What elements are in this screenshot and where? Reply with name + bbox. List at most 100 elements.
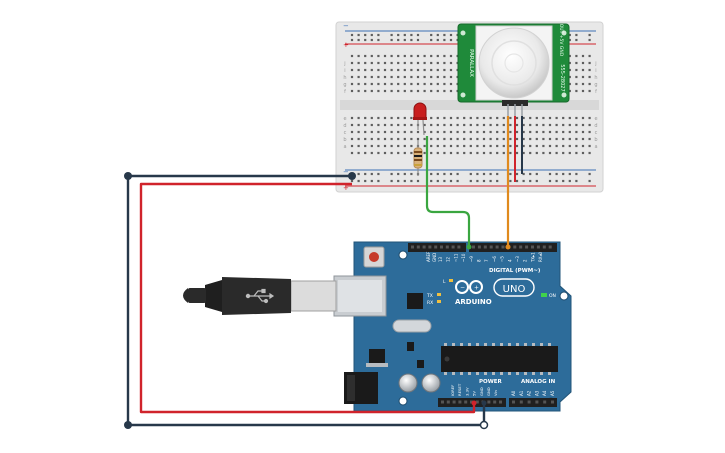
header-hole[interactable] [512, 400, 515, 404]
header-hole[interactable] [501, 245, 505, 249]
breadboard-hole [581, 75, 585, 79]
breadboard-hole [588, 54, 591, 58]
header-hole[interactable] [416, 245, 420, 249]
breadboard-rail-hole [449, 33, 453, 37]
header-hole[interactable] [411, 245, 414, 249]
breadboard-hole [575, 151, 578, 155]
breadboard-hole [515, 130, 519, 134]
breadboard-hole [370, 151, 373, 155]
breadboard-hole [535, 137, 538, 141]
header-hole[interactable] [536, 245, 540, 249]
logo-plus: + [474, 285, 479, 292]
header-hole[interactable] [445, 245, 449, 249]
header-hole[interactable] [457, 245, 461, 249]
header-hole[interactable] [519, 400, 523, 404]
header-hole[interactable] [535, 400, 539, 404]
header-hole[interactable] [525, 245, 529, 249]
header-hole[interactable] [441, 400, 444, 404]
breadboard-hole [588, 89, 591, 93]
breadboard-hole [588, 123, 591, 127]
header-hole[interactable] [451, 245, 455, 249]
breadboard-rail-hole [397, 179, 400, 183]
header-hole[interactable] [472, 245, 475, 249]
breadboard-hole [397, 54, 400, 58]
breadboard-hole [397, 82, 400, 86]
breadboard-hole [509, 151, 512, 155]
breadboard-hole [443, 68, 446, 72]
breadboard-hole [575, 54, 578, 58]
resistor-band [414, 151, 422, 153]
chip-pins [444, 343, 551, 375]
header-hole[interactable] [422, 245, 426, 249]
breadboard-hole [502, 123, 505, 127]
header-hole[interactable] [489, 245, 493, 249]
chip-pin [516, 343, 519, 346]
breadboard-hole [522, 137, 525, 141]
header-hole[interactable] [543, 400, 547, 404]
breadboard-hole [377, 151, 380, 155]
header-hole[interactable] [458, 400, 462, 404]
header-hole[interactable] [551, 400, 554, 404]
breadboard-hole [397, 61, 400, 65]
header-hole[interactable] [499, 400, 502, 404]
chip-pin [492, 343, 495, 346]
chip-pin [444, 343, 447, 346]
header-hole[interactable] [527, 400, 531, 404]
breadboard-hole [449, 144, 453, 148]
breadboard-hole [390, 75, 393, 79]
breadboard-hole [443, 137, 446, 141]
pir-model-label: 555-28027 [559, 64, 565, 91]
header-hole[interactable] [452, 400, 456, 404]
header-hole[interactable] [542, 245, 546, 249]
header-hole[interactable] [475, 400, 479, 404]
header-hole[interactable] [513, 245, 517, 249]
breadboard-hole [575, 61, 578, 65]
breadboard-hole [489, 151, 492, 155]
header-hole[interactable] [493, 400, 497, 404]
breadboard-row-letter: i [344, 68, 345, 74]
breadboard-hole [489, 116, 492, 120]
breadboard-hole [588, 137, 591, 141]
breadboard-rail-hole [357, 33, 360, 37]
breadboard-hole [370, 137, 373, 141]
header-hole[interactable] [470, 400, 473, 404]
header-hole[interactable] [531, 245, 534, 249]
header-hole[interactable] [548, 245, 552, 249]
breadboard-hole [423, 144, 426, 148]
chip-pin [524, 343, 527, 346]
breadboard-hole [370, 130, 373, 134]
header-hole[interactable] [446, 400, 450, 404]
breadboard-hole [456, 123, 459, 127]
on-label: ON [549, 293, 556, 299]
reset-button-cap[interactable] [369, 252, 379, 262]
breadboard-rail-hole [443, 172, 446, 176]
breadboard-rail-hole [555, 179, 558, 183]
header-hole[interactable] [434, 245, 438, 249]
header-hole[interactable] [519, 245, 523, 249]
breadboard-row-letter: b [343, 137, 346, 143]
chip-pin [444, 372, 447, 375]
breadboard-hole [383, 116, 387, 120]
arduino-logo: − + [455, 280, 483, 294]
header-hole[interactable] [464, 400, 468, 404]
chip-notch [444, 356, 450, 362]
breadboard-hole [496, 116, 499, 120]
header-hole[interactable] [483, 245, 487, 249]
breadboard-hole [430, 89, 433, 93]
breadboard-rail-hole [509, 172, 512, 176]
breadboard-hole [357, 116, 360, 120]
breadboard-hole [403, 137, 406, 141]
digital-pin-label: 4 [507, 259, 512, 262]
breadboard-hole [430, 144, 433, 148]
digital-pin-label: 7 [484, 259, 489, 262]
header-hole[interactable] [487, 400, 491, 404]
breadboard-hole [383, 123, 387, 127]
header-hole[interactable] [428, 245, 432, 249]
digital-pin-label: ~10 [461, 253, 466, 262]
rail-plus-label-bottom: + [343, 184, 349, 192]
header-hole[interactable] [440, 245, 443, 249]
header-hole[interactable] [495, 245, 499, 249]
header-hole[interactable] [477, 245, 481, 249]
